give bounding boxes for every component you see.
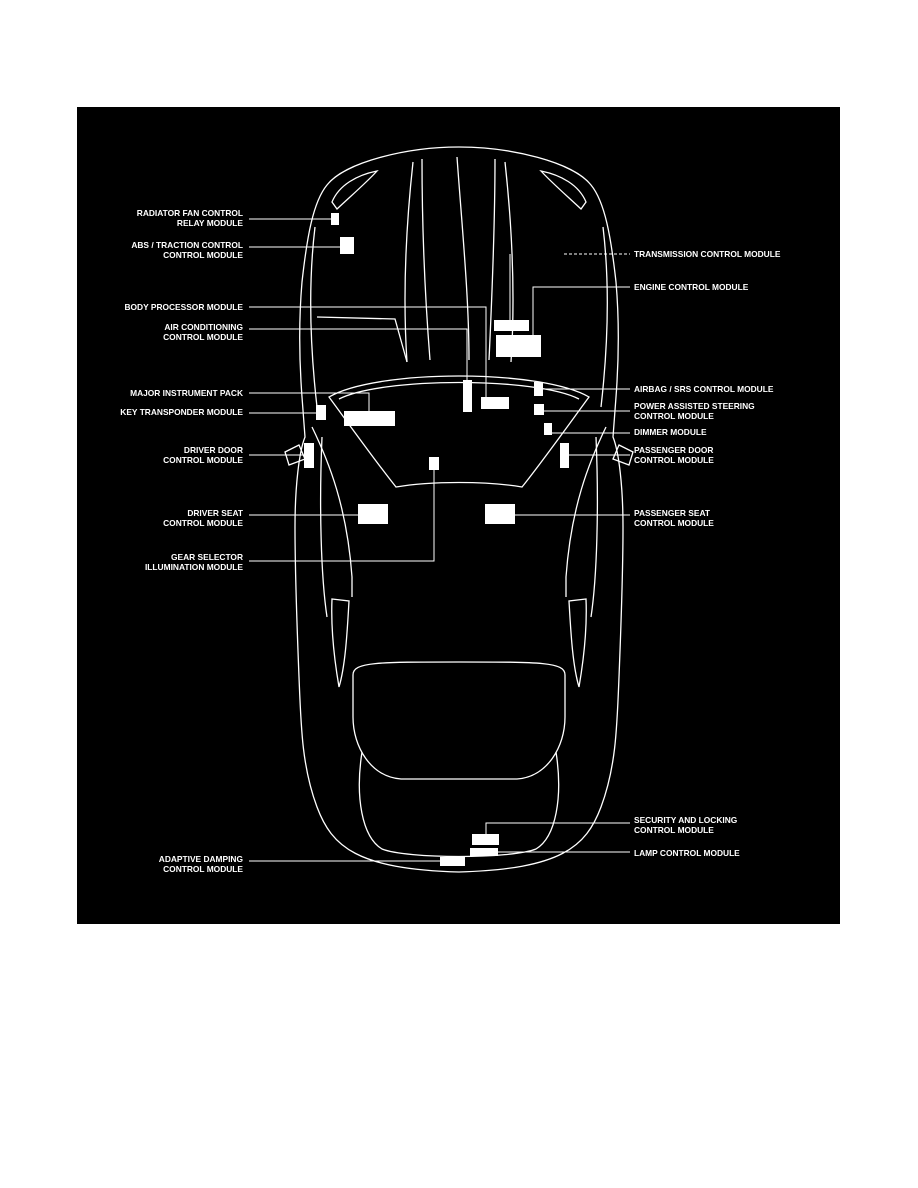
car-body-outline [294,146,624,873]
label-major-instrument: MAJOR INSTRUMENT PACK [130,388,243,398]
label-radiator-fan: RADIATOR FAN CONTROL RELAY MODULE [136,208,243,228]
engine-module-marker-a [494,320,529,331]
bonnet-line-5 [504,161,514,363]
air-conditioning-marker [463,380,472,412]
leader-body-processor [249,306,487,397]
label-transmission: TRANSMISSION CONTROL MODULE [634,249,781,259]
car-outline-drawing [249,146,634,873]
leader-gear-selector [249,470,435,562]
security-locking-marker [472,834,499,845]
abs-module-marker [340,237,354,254]
label-driver-seat: DRIVER SEAT CONTROL MODULE [163,508,243,528]
rear-window [352,661,566,780]
key-transponder-marker [316,405,326,420]
label-adaptive-damping: ADAPTIVE DAMPING CONTROL MODULE [158,854,243,874]
front-left-vent [331,169,379,210]
gear-selector-marker [429,457,439,470]
bonnet-line-4 [488,158,496,361]
driver-door-marker [304,443,314,468]
leader-major-instrument [249,392,370,411]
right-quarter-window [568,598,587,688]
cabin-left-line [311,426,353,597]
label-airbag-srs: AIRBAG / SRS CONTROL MODULE [634,384,774,394]
radiator-fan-module-marker [331,213,339,225]
airbag-module-marker [534,382,543,396]
front-right-vent [539,169,587,210]
passenger-seat-marker [485,504,515,524]
label-key-transponder: KEY TRANSPONDER MODULE [120,407,243,417]
label-power-steering: POWER ASSISTED STEERING CONTROL MODULE [634,401,755,421]
label-gear-selector: GEAR SELECTOR ILLUMINATION MODULE [144,552,243,572]
bonnet-line-2 [421,158,431,361]
driver-seat-marker [358,504,388,524]
leader-air-conditioning [249,328,468,380]
leader-security-locking [485,822,630,834]
bonnet-line-3 [456,156,470,361]
vehicle-module-location-diagram: RADIATOR FAN CONTROL RELAY MODULE ABS / … [77,107,840,924]
right-wing-line [600,226,608,408]
left-mirror [284,444,306,466]
power-steering-marker [534,404,544,415]
dimmer-module-marker [544,423,552,435]
adaptive-damping-marker [440,857,465,866]
label-passenger-seat: PASSENGER SEAT CONTROL MODULE [634,508,714,528]
label-air-conditioning: AIR CONDITIONING CONTROL MODULE [163,322,243,342]
scuttle-left [316,316,408,363]
left-wing-line [310,226,318,408]
sill-left [319,436,328,618]
left-quarter-window [331,598,350,688]
label-engine: ENGINE CONTROL MODULE [634,282,749,292]
label-body-processor: BODY PROCESSOR MODULE [124,302,243,312]
label-abs-traction: ABS / TRACTION CONTROL CONTROL MODULE [131,240,243,260]
right-mirror [612,444,634,466]
cabin-right-line [565,426,607,597]
label-driver-door: DRIVER DOOR CONTROL MODULE [163,445,243,465]
label-passenger-door: PASSENGER DOOR CONTROL MODULE [634,445,714,465]
body-processor-marker [481,397,509,409]
label-security-locking: SECURITY AND LOCKING CONTROL MODULE [634,815,738,835]
label-lamp: LAMP CONTROL MODULE [634,848,740,858]
label-dimmer: DIMMER MODULE [634,427,707,437]
bonnet-line-1 [404,161,414,363]
sill-right [590,436,599,618]
lamp-module-marker [470,848,498,856]
major-instrument-marker [344,411,395,426]
windscreen [328,375,590,488]
windscreen-inner [338,381,580,400]
leader-engine [532,286,630,335]
passenger-door-marker [560,443,569,468]
engine-module-marker-b [496,335,541,357]
boot-outline [358,751,560,858]
